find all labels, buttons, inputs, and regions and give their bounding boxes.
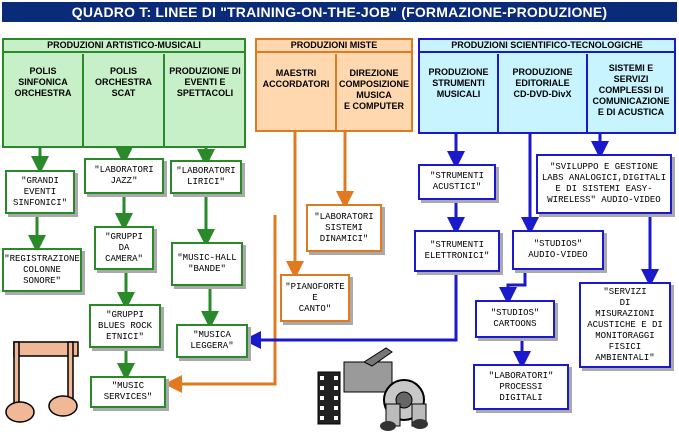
- node-gruppi-blues: "GRUPPI BLUES ROCK ETNICI": [89, 304, 161, 348]
- node-strumenti-acustici: "STRUMENTI ACUSTICI": [418, 164, 496, 200]
- node-musica-leggera: "MUSICA LEGGERA": [176, 324, 248, 358]
- col-sistemi-servizi: SISTEMI E SERVIZI COMPLESSI DI COMUNICAZ…: [592, 63, 670, 117]
- artistic-divider-1: [82, 54, 84, 146]
- node-registrazione: "REGISTRAZIONE COLONNE SONORE": [2, 248, 82, 292]
- page-title: QUADRO T: LINEE DI "TRAINING-ON-THE-JOB"…: [2, 2, 677, 22]
- col-produzione-editoriale: PRODUZIONE EDITORIALE CD-DVD-DivX: [512, 67, 573, 99]
- node-grandi-eventi: "GRANDI EVENTI SINFONICI": [5, 170, 75, 214]
- scientific-divider-2: [586, 54, 588, 132]
- section-mixed-header: PRODUZIONI MISTE: [257, 39, 411, 53]
- node-lab-lirici: "LABORATORI LIRICI": [170, 160, 242, 194]
- arrow-studios-av-cartoons: [499, 270, 527, 305]
- section-mixed: [255, 38, 413, 132]
- col-polis-sinfonica: POLIS SINFONICA ORCHESTRA: [14, 66, 72, 98]
- node-music-hall: "MUSIC-HALL "BANDE": [171, 242, 243, 286]
- node-music-services: "MUSIC SERVICES": [90, 376, 166, 408]
- node-servizi-misurazioni: "SERVIZI DI MISURAZIONI ACUSTICHE E DI M…: [579, 282, 671, 368]
- node-lab-sistemi: "LABORATORI SISTEMI DINAMICI": [306, 204, 382, 252]
- section-artistic-header: PRODUZIONI ARTISTICO-MUSICALI: [4, 39, 244, 53]
- section-scientific: [418, 38, 676, 134]
- node-lab-processi: "LABORATORI" PROCESSI DIGITALI: [473, 364, 569, 410]
- artistic-divider-2: [163, 54, 165, 146]
- node-gruppi-camera: "GRUPPI DA CAMERA": [94, 226, 154, 270]
- col-polis-scat: POLIS ORCHESTRA SCAT: [94, 66, 152, 98]
- node-studios-av: "STUDIOS" AUDIO-VIDEO: [512, 230, 604, 270]
- node-studios-cartoons: "STUDIOS" CARTOONS: [475, 300, 555, 338]
- node-strumenti-elettronici: "STRUMENTI ELETTRONICI": [414, 230, 500, 272]
- node-pianoforte: "PIANOFORTE E CANTO": [280, 274, 350, 322]
- scientific-divider-1: [497, 54, 499, 132]
- node-sviluppo: "SVILUPPO E GESTIONE LABS ANALOGICI,DIGI…: [536, 154, 672, 214]
- col-strumenti-musicali: PRODUZIONE STRUMENTI MUSICALI: [428, 67, 489, 99]
- section-artistic: [2, 38, 246, 148]
- col-maestri-accordatori: MAESTRI ACCORDATORI: [262, 68, 330, 89]
- arrow-elettronici-leggera: [243, 272, 458, 349]
- col-direzione-composizione: DIREZIONE COMPOSIZIONE MUSICA E COMPUTER: [338, 68, 409, 111]
- section-scientific-header: PRODUZIONI SCIENTIFICO-TECNOLOGICHE: [420, 39, 674, 53]
- col-eventi-spettacoli: PRODUZIONE DI EVENTI E SPETTACOLI: [169, 66, 241, 98]
- arrow-mixed-services: [164, 215, 277, 393]
- mixed-divider: [335, 54, 337, 130]
- node-lab-jazz: "LABORATORI JAZZ": [84, 158, 164, 194]
